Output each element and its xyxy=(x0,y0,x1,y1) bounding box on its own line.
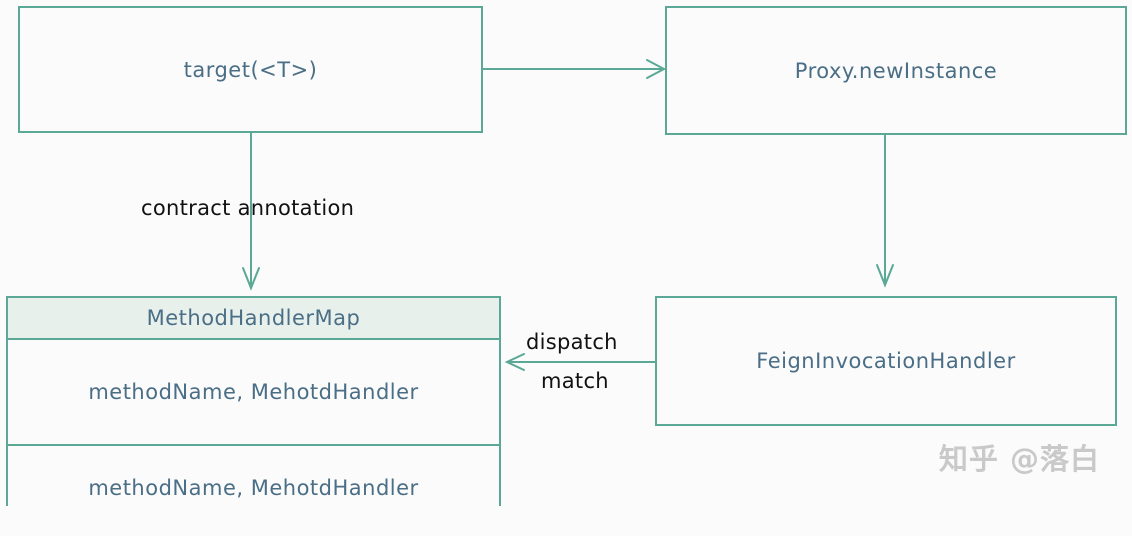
feign-invocation-handler-label: FeignInvocationHandler xyxy=(756,349,1016,373)
feign-invocation-handler-node: FeignInvocationHandler xyxy=(655,296,1117,426)
target-node-label: target(<T>) xyxy=(183,57,318,82)
method-handler-map-node: MethodHandlerMap methodName, MehotdHandl… xyxy=(6,296,501,506)
arrow-proxy-to-feign-head xyxy=(876,264,894,288)
map-entry-row: methodName, MehotdHandler xyxy=(8,340,499,446)
arrow-target-to-proxy-head xyxy=(646,59,667,79)
watermark: 知乎 @落白 xyxy=(938,442,1100,476)
proxy-newinstance-node: Proxy.newInstance xyxy=(665,6,1127,135)
target-node: target(<T>) xyxy=(18,6,483,133)
arrow-target-to-map-head xyxy=(242,267,260,291)
dispatch-label: dispatch xyxy=(526,330,618,354)
map-entry-row: methodName, MehotdHandler xyxy=(88,476,419,500)
diagram-connectors xyxy=(242,59,894,371)
proxy-newinstance-label: Proxy.newInstance xyxy=(794,58,998,83)
contract-annotation-label: contract annotation xyxy=(141,196,355,220)
method-handler-map-title: MethodHandlerMap xyxy=(8,298,499,340)
match-label: match xyxy=(541,369,609,393)
arrow-feign-to-map-head xyxy=(504,353,525,371)
